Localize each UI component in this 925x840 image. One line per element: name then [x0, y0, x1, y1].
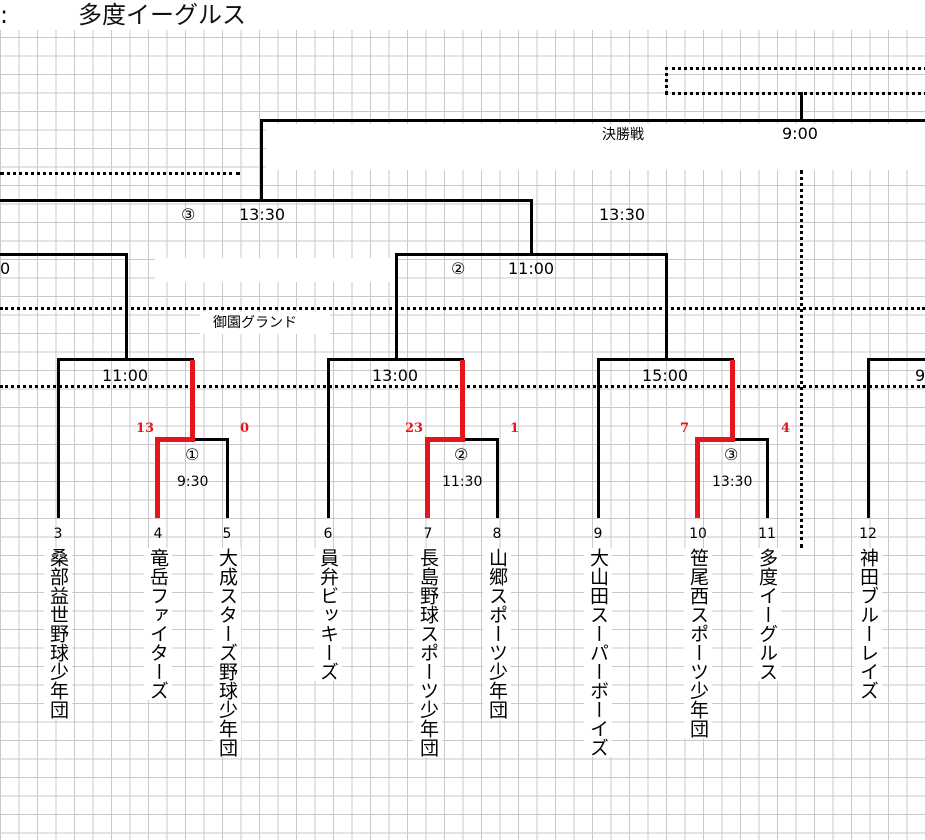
- team-number: 12: [859, 526, 877, 542]
- team-name: 員弁ビッキーズ: [314, 548, 342, 681]
- bracket-line: [327, 358, 330, 518]
- round2-time-edge: 9: [915, 366, 925, 385]
- dotted-line: [665, 92, 925, 95]
- bracket-line: [800, 92, 803, 121]
- winner-path: [695, 437, 700, 518]
- team-name: 竜岳ファイターズ: [144, 548, 172, 700]
- final-label-strip: [266, 124, 925, 170]
- winner-path: [460, 360, 465, 441]
- winner-path: [155, 437, 160, 518]
- winner-path: [155, 437, 195, 442]
- winner-path: [730, 360, 735, 441]
- bracket-line: [125, 253, 128, 360]
- winner-path: [425, 437, 430, 518]
- score-left: 23: [405, 421, 424, 436]
- match-circle-number: ①: [185, 445, 200, 464]
- bracket-line: [496, 438, 499, 518]
- team-number: 4: [153, 526, 163, 542]
- match-time: 13:30: [712, 474, 753, 490]
- bracket-line: [530, 199, 533, 255]
- quarter-left-fragment: 0: [0, 259, 11, 278]
- round2-time-c: 15:00: [642, 366, 689, 385]
- quarter-time: 11:00: [508, 259, 555, 278]
- bracket-line: [0, 253, 128, 256]
- team-number: 10: [689, 526, 707, 542]
- quarter-circle-number: ②: [451, 259, 466, 278]
- team-name: 大山田スーパーボーイズ: [584, 548, 612, 757]
- bracket-line: [597, 358, 600, 518]
- dotted-line: [0, 172, 240, 175]
- score-right: 4: [781, 421, 791, 436]
- team-number: 6: [323, 526, 333, 542]
- score-right: 0: [240, 421, 250, 436]
- dotted-line: [665, 67, 668, 94]
- semi-circle-number: ③: [181, 205, 196, 224]
- dotted-line: [0, 307, 925, 310]
- dotted-line: [800, 170, 803, 548]
- score-right: 1: [510, 421, 520, 436]
- bracket-line: [57, 358, 194, 361]
- final-label: 決勝戦: [602, 127, 644, 143]
- bracket-line: [57, 358, 60, 518]
- bracket-line: [732, 438, 768, 441]
- venue-label: 御園グランド: [213, 315, 297, 331]
- bracket-line: [260, 119, 925, 122]
- final-time: 9:00: [782, 124, 818, 143]
- score-left: 13: [136, 421, 155, 436]
- semi-time: 13:30: [239, 205, 286, 224]
- bracket-line: [867, 358, 870, 518]
- header-bar: [0, 0, 925, 30]
- team-number: 11: [758, 526, 776, 542]
- dotted-line: [665, 67, 925, 70]
- team-name: 山郷スポーツ少年団: [483, 548, 511, 719]
- winner-path: [425, 437, 465, 442]
- winner-path: [190, 360, 195, 441]
- team-name: 桑部益世野球少年団: [44, 548, 72, 719]
- team-number: 7: [423, 526, 433, 542]
- bracket-line: [597, 358, 734, 361]
- bracket-line: [226, 438, 229, 518]
- semi-right-time: 13:30: [599, 205, 646, 224]
- bracket-line: [395, 253, 667, 256]
- team-name: 長島野球スポーツ少年団: [414, 548, 442, 757]
- team-number: 3: [53, 526, 63, 542]
- bracket-line: [260, 119, 263, 201]
- team-number: 8: [492, 526, 502, 542]
- venue-label-strip: [200, 312, 330, 334]
- score-left: 7: [680, 421, 690, 436]
- team-name: 多度イーグルス: [753, 548, 781, 681]
- bracket-line: [327, 358, 464, 361]
- header-colon: :: [0, 1, 9, 29]
- match-time: 9:30: [177, 474, 209, 490]
- quarter-label-strip: [155, 258, 395, 282]
- team-number: 5: [222, 526, 232, 542]
- team-number: 9: [593, 526, 603, 542]
- bracket-line: [395, 253, 398, 360]
- match-time: 11:30: [442, 474, 483, 490]
- bracket-line: [462, 438, 498, 441]
- team-name: 大成スターズ野球少年団: [213, 548, 241, 757]
- team-name: 笹尾西スポーツ少年団: [684, 548, 712, 738]
- round2-time-b: 13:00: [372, 366, 419, 385]
- bracket-line: [0, 199, 533, 202]
- match-circle-number: ②: [454, 445, 469, 464]
- bracket-line: [665, 253, 668, 360]
- team-name: 神田ブルーレイズ: [854, 548, 882, 700]
- round2-time-a: 11:00: [102, 366, 149, 385]
- bracket-line: [766, 438, 769, 518]
- winner-path: [695, 437, 735, 442]
- bracket-line: [192, 438, 228, 441]
- match-circle-number: ③: [724, 445, 739, 464]
- header-team-name: 多度イーグルス: [78, 1, 246, 29]
- bracket-line: [867, 358, 925, 361]
